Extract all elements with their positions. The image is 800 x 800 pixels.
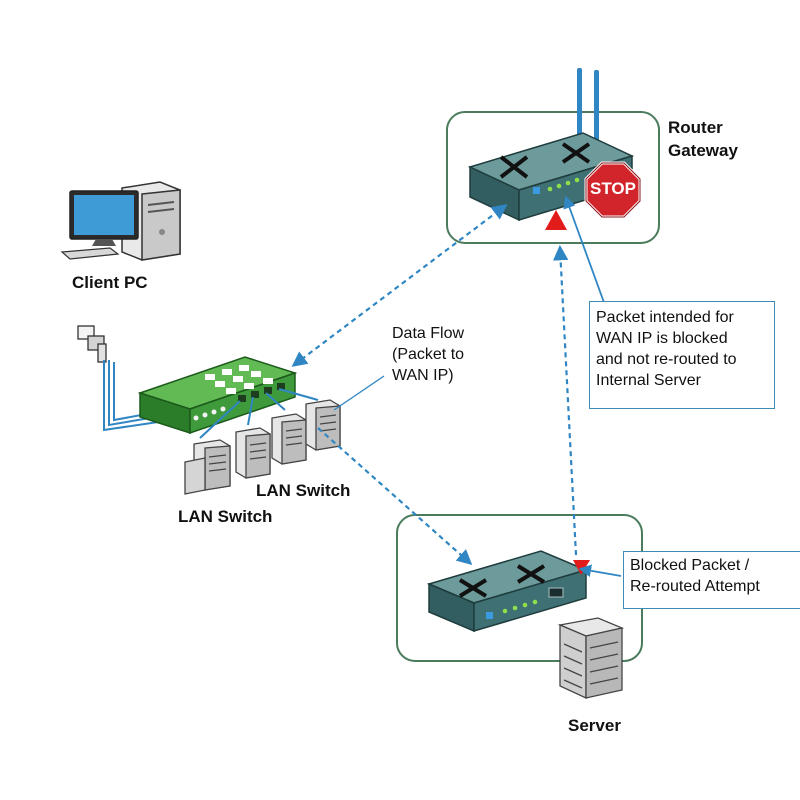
blocked-info-callout: Packet intended for WAN IP is blocked an… (589, 301, 775, 409)
flow-arrow-server-router (552, 244, 578, 556)
client-pc-label: Client PC (72, 273, 148, 292)
stop-sign-icon (584, 161, 642, 219)
router-label: Router Gateway (668, 118, 738, 160)
internal-router-icon (426, 550, 589, 633)
lan-switch-label-2: LAN Switch (178, 507, 273, 526)
router-icon (467, 68, 635, 222)
client-pc-icon (60, 181, 181, 261)
server-cluster-icon (184, 399, 341, 495)
reroute-callout: Blocked Packet / Re-routed Attempt (623, 551, 800, 609)
stop-sign-text: STOP (590, 179, 636, 198)
server-label: Server (568, 716, 621, 735)
data-flow-label: Data Flow (Packet to WAN IP) (392, 325, 465, 384)
blocked-marker-router (545, 210, 567, 230)
lan-switch-label-1: LAN Switch (256, 481, 351, 500)
router-enclosure (446, 111, 660, 244)
server-rack-icon (557, 617, 625, 700)
ethernet-plug-icon (77, 325, 107, 363)
flow-arrow-switch-router (291, 204, 508, 367)
flow-arrow-switch-server (317, 427, 473, 566)
network-switch-icon (137, 356, 298, 435)
